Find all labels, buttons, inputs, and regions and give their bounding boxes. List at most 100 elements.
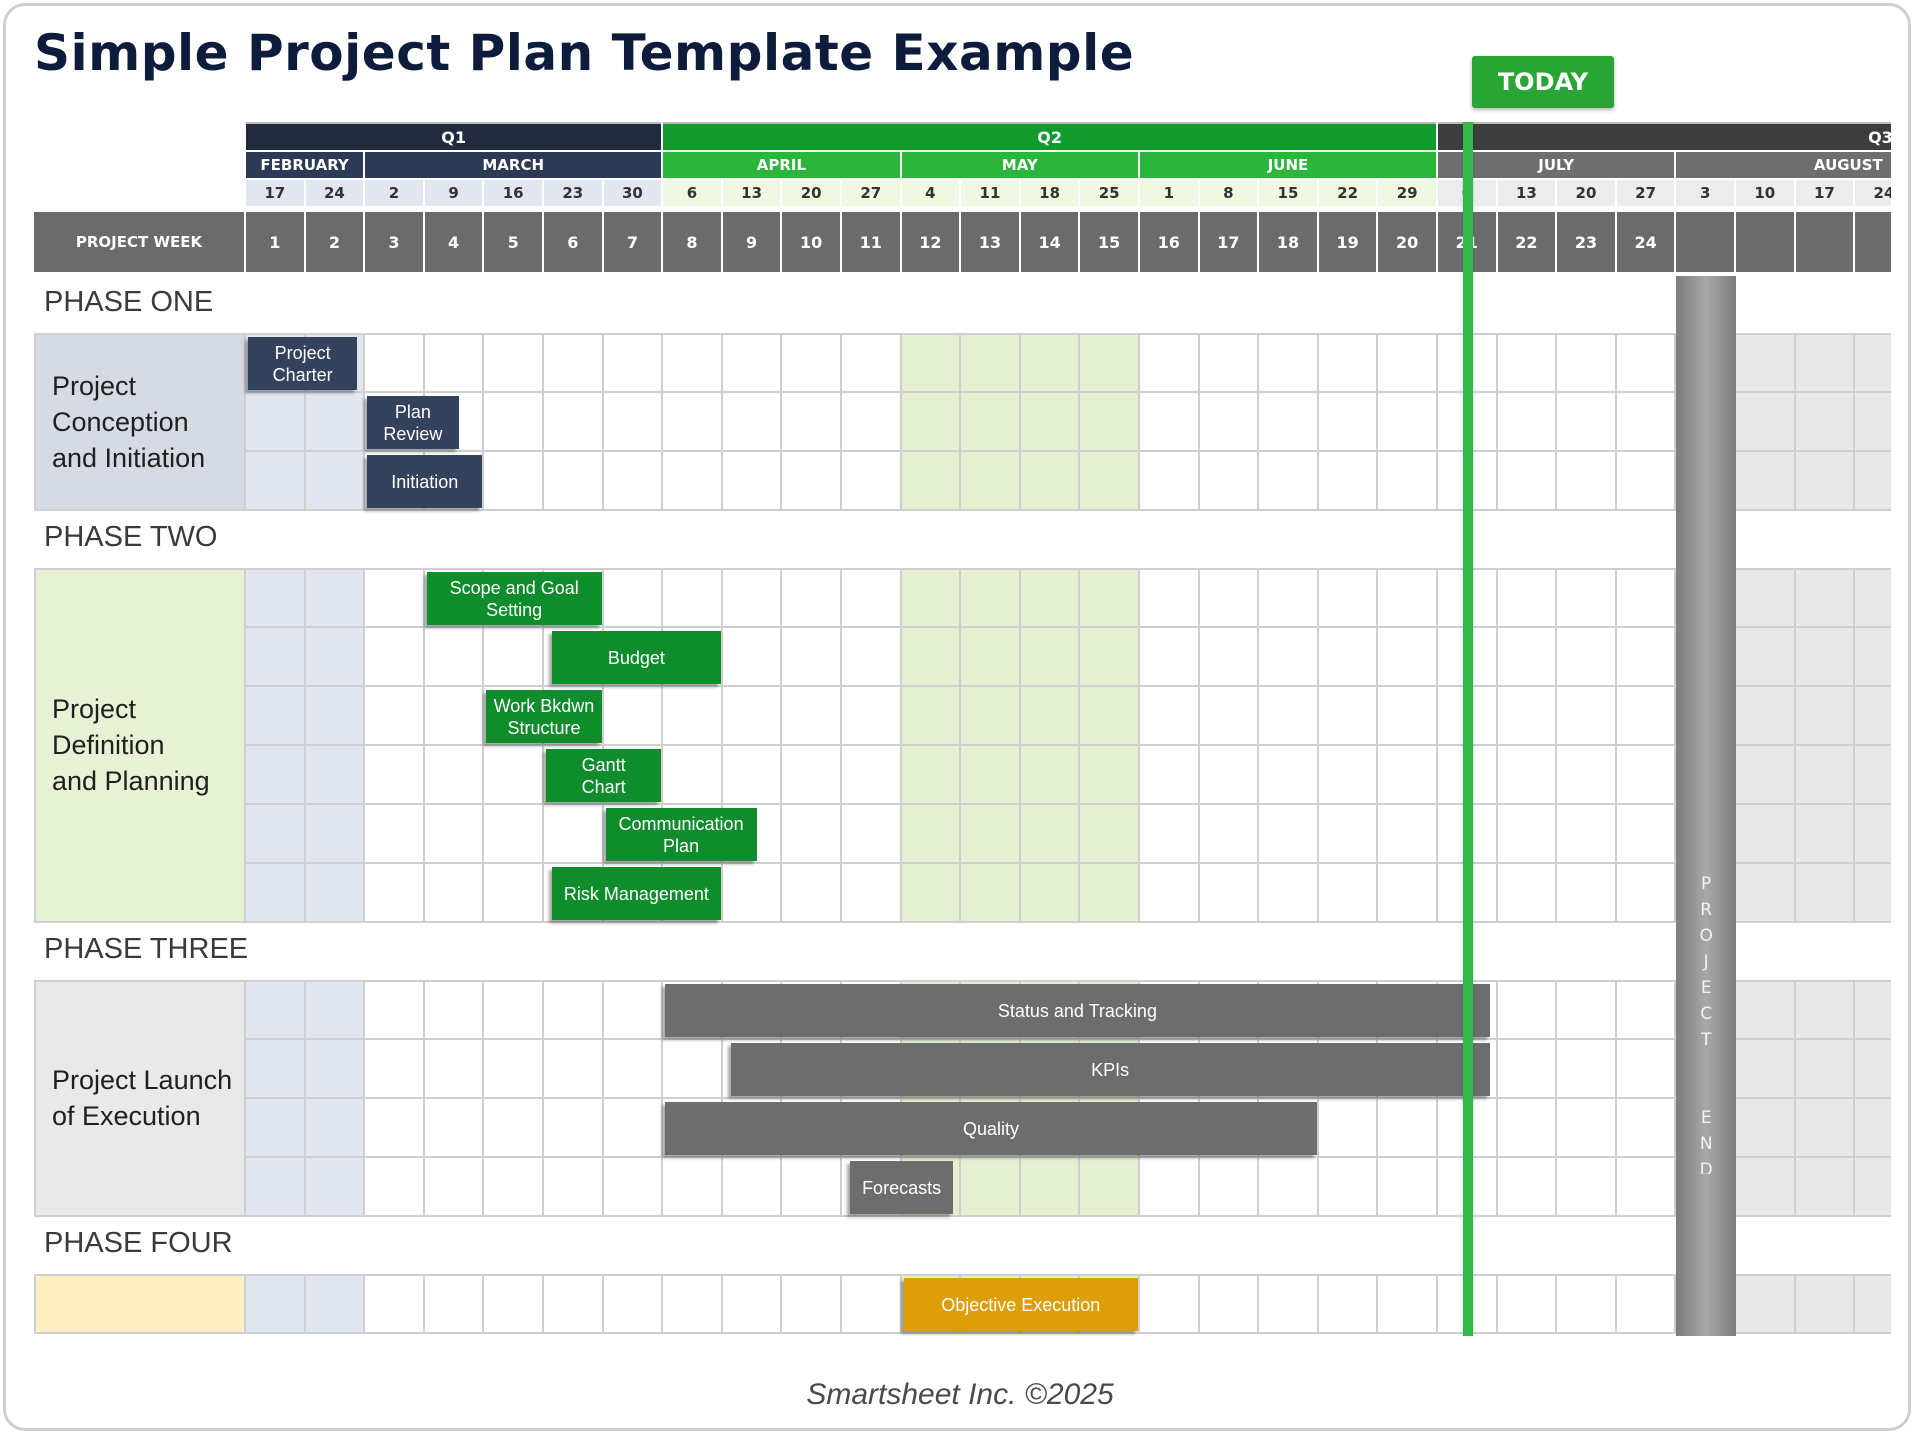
grid-cell (365, 981, 425, 1040)
week-date-cell: 1 (1140, 180, 1198, 206)
grid-cell (1140, 687, 1200, 746)
grid-cell (961, 334, 1021, 393)
grid-cell (1736, 1099, 1796, 1158)
week-date-cell: 17 (246, 180, 304, 206)
week-date-cell: 30 (603, 180, 662, 206)
grid-cell (1080, 864, 1140, 923)
grid-cell (782, 628, 842, 687)
week-date-cell: 29 (1378, 180, 1436, 206)
phase-heading: PHASE THREE (44, 933, 249, 965)
grid-cell (1795, 569, 1856, 628)
grid-cell (1557, 981, 1617, 1040)
task-bar[interactable]: Objective Execution (903, 1278, 1138, 1331)
task-bar[interactable]: Risk Management (551, 867, 721, 920)
grid-cell (961, 1158, 1021, 1217)
grid-cell (484, 864, 544, 923)
grid-cell (1557, 569, 1617, 628)
grid-cell (1140, 805, 1200, 864)
grid-cell (901, 628, 962, 687)
phase-group-label: Project Launch of Execution (34, 981, 246, 1217)
grid-cell (365, 1040, 425, 1099)
grid-cell (603, 1158, 664, 1217)
grid-cell (305, 805, 366, 864)
grid-cell (484, 746, 544, 805)
grid-cell (1080, 746, 1140, 805)
grid-cell (1378, 452, 1438, 511)
grid-cell (1557, 746, 1617, 805)
page-frame (3, 3, 1911, 1431)
task-bar[interactable]: Forecasts (849, 1161, 954, 1214)
grid-cell (961, 805, 1021, 864)
grid-cell (1140, 1275, 1200, 1334)
grid-cell (365, 1099, 425, 1158)
grid-cell (901, 746, 962, 805)
grid-cell (1855, 746, 1891, 805)
grid-cell (544, 452, 604, 511)
month-header: JULY (1438, 152, 1675, 178)
grid-cell (1855, 981, 1891, 1040)
task-bar[interactable]: Project Charter (248, 337, 358, 390)
task-bar[interactable]: Work Bkdwn Structure (486, 690, 602, 743)
phase-divider (34, 1274, 1891, 1276)
grid-cell (484, 334, 544, 393)
grid-cell (1318, 746, 1379, 805)
grid-cell (305, 628, 366, 687)
grid-cell (305, 981, 366, 1040)
task-bar[interactable]: Scope and Goal Setting (426, 572, 602, 625)
grid-cell (365, 628, 425, 687)
grid-cell (1736, 334, 1796, 393)
phase-divider (34, 333, 1891, 335)
grid-cell (1259, 452, 1319, 511)
week-date-cell: 17 (1795, 180, 1854, 206)
task-bar[interactable]: Status and Tracking (665, 984, 1490, 1037)
phase-group-label: Project Conception and Initiation (34, 334, 246, 511)
grid-cell (424, 1275, 485, 1334)
grid-cell (246, 569, 306, 628)
task-bar[interactable]: Budget (551, 631, 721, 684)
task-bar[interactable]: Initiation (367, 455, 483, 508)
project-week-number: 12 (901, 212, 960, 272)
grid-cell (1557, 393, 1617, 452)
grid-cell (1378, 805, 1438, 864)
grid-cell (246, 1040, 306, 1099)
project-week-number: 2 (305, 212, 364, 272)
task-bar[interactable]: Plan Review (367, 396, 459, 449)
grid-cell (722, 628, 783, 687)
grid-cell (1378, 1158, 1438, 1217)
week-date-cell: 20 (1557, 180, 1615, 206)
grid-cell (961, 393, 1021, 452)
task-bar[interactable]: Quality (665, 1102, 1317, 1155)
grid-cell (305, 746, 366, 805)
grid-cell (1855, 1099, 1891, 1158)
grid-cell (722, 864, 783, 923)
footer-copyright: Smartsheet Inc. ©2025 (806, 1378, 1114, 1411)
task-bar[interactable]: Communication Plan (605, 808, 757, 861)
week-date-cell: 22 (1318, 180, 1377, 206)
project-week-number: 10 (782, 212, 840, 272)
grid-cell (901, 569, 962, 628)
project-week-number: 19 (1318, 212, 1377, 272)
grid-cell (1497, 687, 1558, 746)
phase-divider (34, 980, 1891, 982)
grid-cell (1140, 452, 1200, 511)
grid-cell (1795, 687, 1856, 746)
grid-cell (1557, 452, 1617, 511)
grid-cell (1736, 805, 1796, 864)
grid-cell (1020, 393, 1081, 452)
grid-cell (1080, 452, 1140, 511)
grid-cell (782, 746, 842, 805)
grid-cell (365, 569, 425, 628)
grid-cell (1855, 1040, 1891, 1099)
grid-cell (1259, 628, 1319, 687)
phase-group-label: Project Definition and Planning (34, 569, 246, 923)
grid-cell (1497, 1040, 1558, 1099)
grid-cell (1140, 746, 1200, 805)
grid-cell (424, 981, 485, 1040)
week-date-cell: 8 (1199, 180, 1258, 206)
grid-cell (424, 805, 485, 864)
task-bar[interactable]: Gantt Chart (546, 749, 662, 802)
grid-cell (1140, 569, 1200, 628)
project-week-number: 4 (424, 212, 483, 272)
grid-cell (305, 569, 366, 628)
task-bar[interactable]: KPIs (730, 1043, 1490, 1096)
